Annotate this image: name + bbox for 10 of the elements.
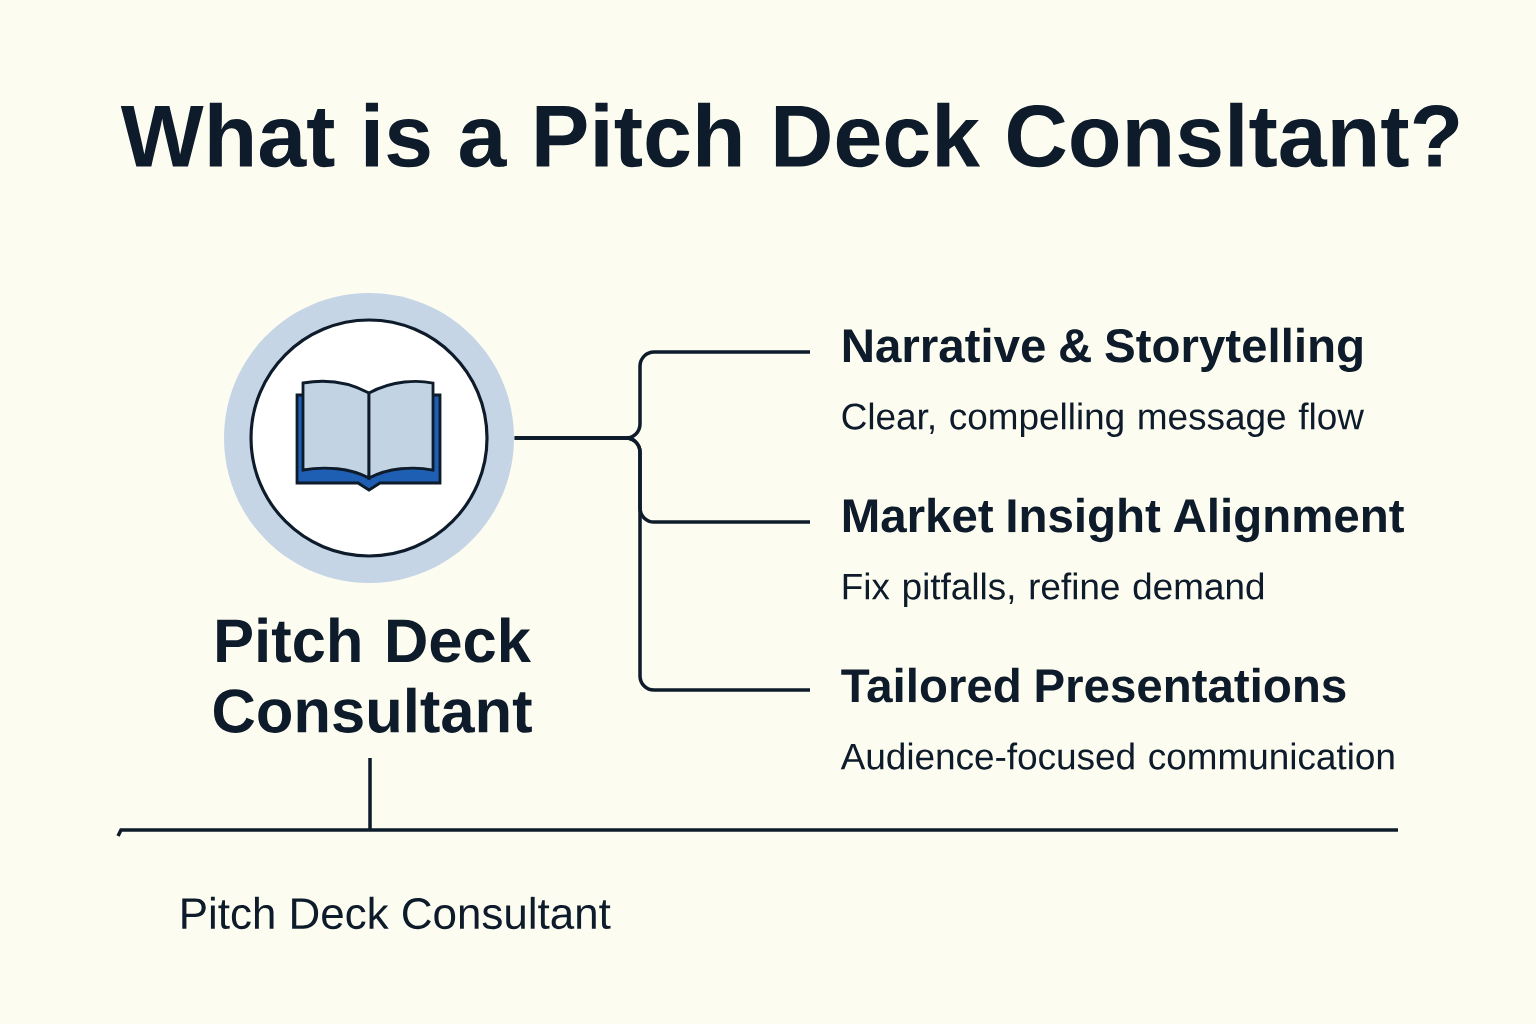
description: Audience-focused communication — [840, 742, 1394, 770]
connector-line — [514, 436, 810, 692]
description: Clear, compelling message flow — [842, 402, 1364, 437]
description: Fix pitfalls, refine demand — [843, 572, 1264, 607]
heading: Market Insight Alignment — [843, 497, 1404, 543]
heading: Narrative & Storytelling — [843, 327, 1362, 373]
title: What is a Pitch Deck Consltant? — [120, 102, 1459, 168]
heading: Tailored Presentations — [841, 667, 1346, 703]
heading: Pitch Deck Consultant — [213, 617, 532, 733]
footer-label: Pitch Deck Consultant — [182, 896, 611, 930]
